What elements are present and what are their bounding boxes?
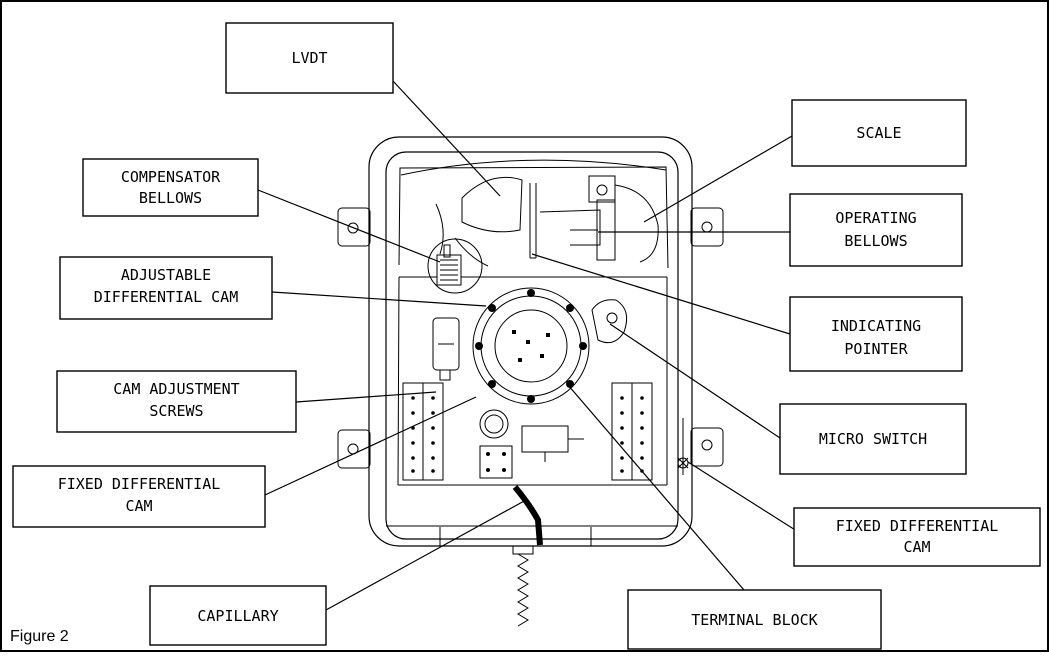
label-scale: SCALE: [791, 99, 967, 167]
leader-lines: [257, 80, 801, 611]
svg-text:COMPENSATOR: COMPENSATOR: [121, 168, 221, 186]
mounting-ear-bottom-left: [337, 429, 371, 469]
label-compensator-bellows: COMPENSATOR BELLOWS: [82, 158, 259, 217]
svg-text:MICRO SWITCH: MICRO SWITCH: [819, 430, 927, 448]
svg-text:CAPILLARY: CAPILLARY: [197, 607, 278, 625]
svg-text:FIXED DIFFERENTIAL: FIXED DIFFERENTIAL: [836, 517, 999, 535]
lvdt-body: [461, 176, 523, 233]
svg-text:TERMINAL BLOCK: TERMINAL BLOCK: [691, 611, 817, 629]
svg-text:FIXED DIFFERENTIAL: FIXED DIFFERENTIAL: [58, 475, 221, 493]
mounting-ear-bottom-right: [690, 427, 724, 467]
svg-text:OPERATING: OPERATING: [835, 209, 916, 227]
svg-text:BELLOWS: BELLOWS: [844, 232, 907, 250]
micro-switch-body: [591, 299, 628, 344]
svg-text:INDICATING: INDICATING: [831, 317, 921, 335]
label-cam-adjustment-screws: CAM ADJUSTMENT SCREWS: [56, 370, 297, 433]
svg-text:POINTER: POINTER: [844, 340, 908, 358]
figure-caption: Figure 2: [10, 628, 69, 645]
label-micro-switch: MICRO SWITCH: [779, 403, 967, 475]
label-lvdt: LVDT: [225, 22, 394, 94]
svg-text:CAM: CAM: [903, 538, 930, 556]
capillary-tube: [512, 485, 543, 546]
label-terminal-block: TERMINAL BLOCK: [627, 589, 882, 650]
svg-text:SCREWS: SCREWS: [149, 402, 203, 420]
label-adjustable-differential-cam: ADJUSTABLE DIFFERENTIAL CAM: [59, 256, 273, 320]
label-operating-bellows: OPERATING BELLOWS: [789, 193, 963, 267]
label-capillary: CAPILLARY: [149, 585, 327, 646]
svg-text:DIFFERENTIAL CAM: DIFFERENTIAL CAM: [94, 288, 239, 306]
capillary-coil: [517, 553, 529, 627]
label-indicating-pointer: INDICATING POINTER: [789, 296, 963, 372]
svg-text:CAM ADJUSTMENT: CAM ADJUSTMENT: [113, 380, 239, 398]
label-fixed-differential-cam-right: FIXED DIFFERENTIAL CAM: [793, 507, 1041, 567]
cam-outer: [472, 287, 590, 405]
label-fixed-differential-cam-left: FIXED DIFFERENTIAL CAM: [12, 465, 266, 528]
mounting-ear-top-right: [690, 207, 724, 247]
svg-text:CAM: CAM: [125, 497, 152, 515]
svg-text:BELLOWS: BELLOWS: [139, 189, 202, 207]
control-device: [337, 136, 724, 627]
mounting-ear-top-left: [337, 207, 371, 247]
svg-text:LVDT: LVDT: [291, 49, 327, 67]
svg-text:ADJUSTABLE: ADJUSTABLE: [121, 266, 211, 284]
svg-text:SCALE: SCALE: [856, 124, 901, 142]
housing-inner: [385, 151, 679, 540]
